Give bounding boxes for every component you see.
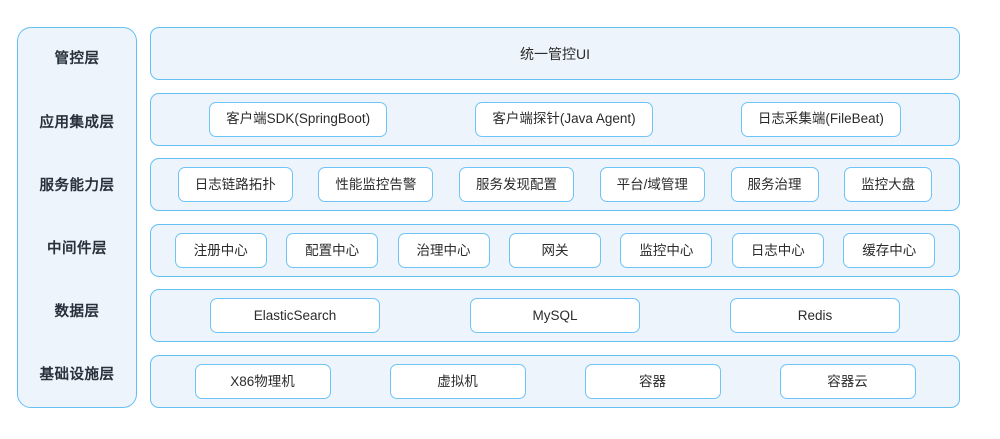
node-monitor-center[interactable]: 监控中心 <box>620 232 713 268</box>
layer-rail: 管控层 应用集成层 服务能力层 中间件层 数据层 基础设施层 <box>17 27 137 408</box>
node-governance-center[interactable]: 治理中心 <box>397 232 490 268</box>
node-service-discovery-config[interactable]: 服务发现配置 <box>459 167 575 203</box>
layer-label-text: 服务能力层 <box>39 177 115 194</box>
layer-rows: 统一管控UI 客户端SDK(SpringBoot) 客户端探针(Java Age… <box>150 27 960 408</box>
node-cache-center[interactable]: 缓存中心 <box>843 232 936 268</box>
node-config-center[interactable]: 配置中心 <box>286 232 379 268</box>
layer-label-text: 管控层 <box>54 51 100 68</box>
node-monitor-dashboard[interactable]: 监控大盘 <box>844 167 933 203</box>
layer-label-zhongjianjian: 中间件层 <box>18 218 136 281</box>
node-performance-alert[interactable]: 性能监控告警 <box>318 167 434 203</box>
node-service-governance[interactable]: 服务治理 <box>730 167 819 203</box>
node-log-collector[interactable]: 日志采集端(FileBeat) <box>740 101 901 137</box>
layer-label-text: 基础设施层 <box>39 367 115 384</box>
node-client-agent[interactable]: 客户端探针(Java Agent) <box>475 101 653 137</box>
layer-label-jichusheshi: 基础设施层 <box>18 344 136 407</box>
node-registry-center[interactable]: 注册中心 <box>174 232 267 268</box>
node-platform-domain-mgmt[interactable]: 平台/域管理 <box>599 167 705 203</box>
node-log-trace-topology[interactable]: 日志链路拓扑 <box>177 167 293 203</box>
layer-label-fuwunengli: 服务能力层 <box>18 154 136 217</box>
row-band-guankong: 统一管控UI <box>150 27 960 80</box>
layer-label-text: 数据层 <box>54 304 100 321</box>
layer-label-yingyongjicheng: 应用集成层 <box>18 91 136 154</box>
node-redis[interactable]: Redis <box>730 298 900 334</box>
node-log-center[interactable]: 日志中心 <box>731 232 824 268</box>
node-mysql[interactable]: MySQL <box>470 298 640 334</box>
node-tongyi-guankong-ui: 统一管控UI <box>520 45 590 62</box>
node-elasticsearch[interactable]: ElasticSearch <box>210 298 380 334</box>
row-band-shuju: ElasticSearch MySQL Redis <box>150 289 960 343</box>
node-container[interactable]: 容器 <box>584 363 721 399</box>
row-band-zhongjianjian: 注册中心 配置中心 治理中心 网关 监控中心 日志中心 缓存中心 <box>150 223 960 277</box>
layer-label-text: 中间件层 <box>47 240 107 257</box>
row-band-yingyongjicheng: 客户端SDK(SpringBoot) 客户端探针(Java Agent) 日志采… <box>150 92 960 146</box>
node-x86-physical-machine[interactable]: X86物理机 <box>194 363 331 399</box>
node-gateway[interactable]: 网关 <box>508 232 601 268</box>
node-client-sdk[interactable]: 客户端SDK(SpringBoot) <box>209 101 388 137</box>
row-band-fuwunengli: 日志链路拓扑 性能监控告警 服务发现配置 平台/域管理 服务治理 监控大盘 <box>150 158 960 212</box>
node-virtual-machine[interactable]: 虚拟机 <box>389 363 526 399</box>
node-container-cloud[interactable]: 容器云 <box>779 363 916 399</box>
layer-label-guankong: 管控层 <box>18 28 136 91</box>
layer-label-text: 应用集成层 <box>39 114 115 131</box>
row-band-jichusheshi: X86物理机 虚拟机 容器 容器云 <box>150 354 960 408</box>
layer-label-shuju: 数据层 <box>18 281 136 344</box>
